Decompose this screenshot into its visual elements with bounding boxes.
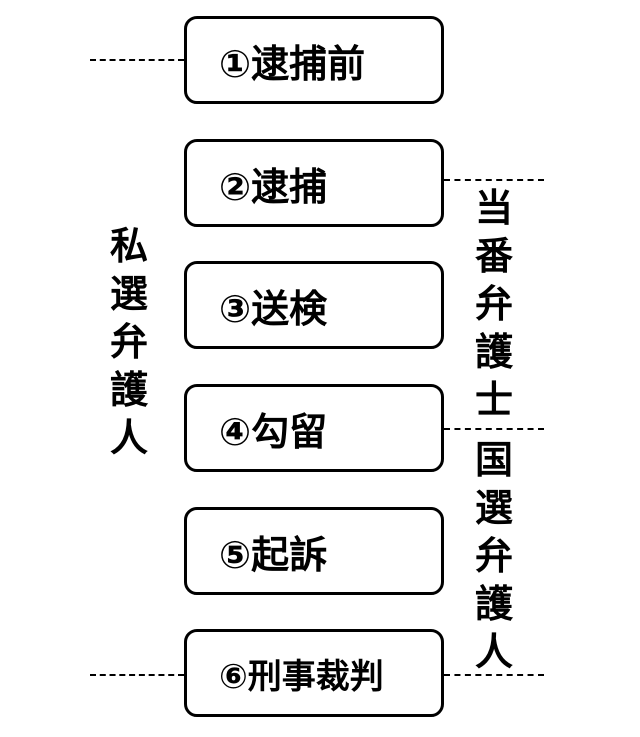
stage-label: ⑥刑事裁判 <box>219 656 384 697</box>
stage-label: ④勾留 <box>219 409 328 454</box>
right-dash-top <box>444 179 544 181</box>
stage-label: ⑤起訴 <box>219 532 328 577</box>
stage-box-trial: ⑥刑事裁判 <box>184 629 444 717</box>
private-counsel-label: 私選弁護人 <box>109 224 148 460</box>
stage-label: ①逮捕前 <box>219 41 366 86</box>
stage-box-indictment: ⑤起訴 <box>184 507 444 595</box>
stage-box-arrest: ②逮捕 <box>184 139 444 227</box>
stage-box-referral: ③送検 <box>184 261 444 349</box>
stage-box-pre-arrest: ①逮捕前 <box>184 16 444 104</box>
stage-label: ②逮捕 <box>219 164 328 209</box>
court-appointed-counsel-label: 国選弁護人 <box>474 438 513 674</box>
left-dash-bottom <box>90 674 184 676</box>
stage-box-detention: ④勾留 <box>184 384 444 472</box>
duty-attorney-label: 当番弁護士 <box>474 186 513 422</box>
left-dash-top <box>90 59 184 61</box>
stage-label: ③送検 <box>219 286 328 331</box>
right-dash-bottom <box>444 674 544 676</box>
right-dash-middle <box>444 428 544 430</box>
